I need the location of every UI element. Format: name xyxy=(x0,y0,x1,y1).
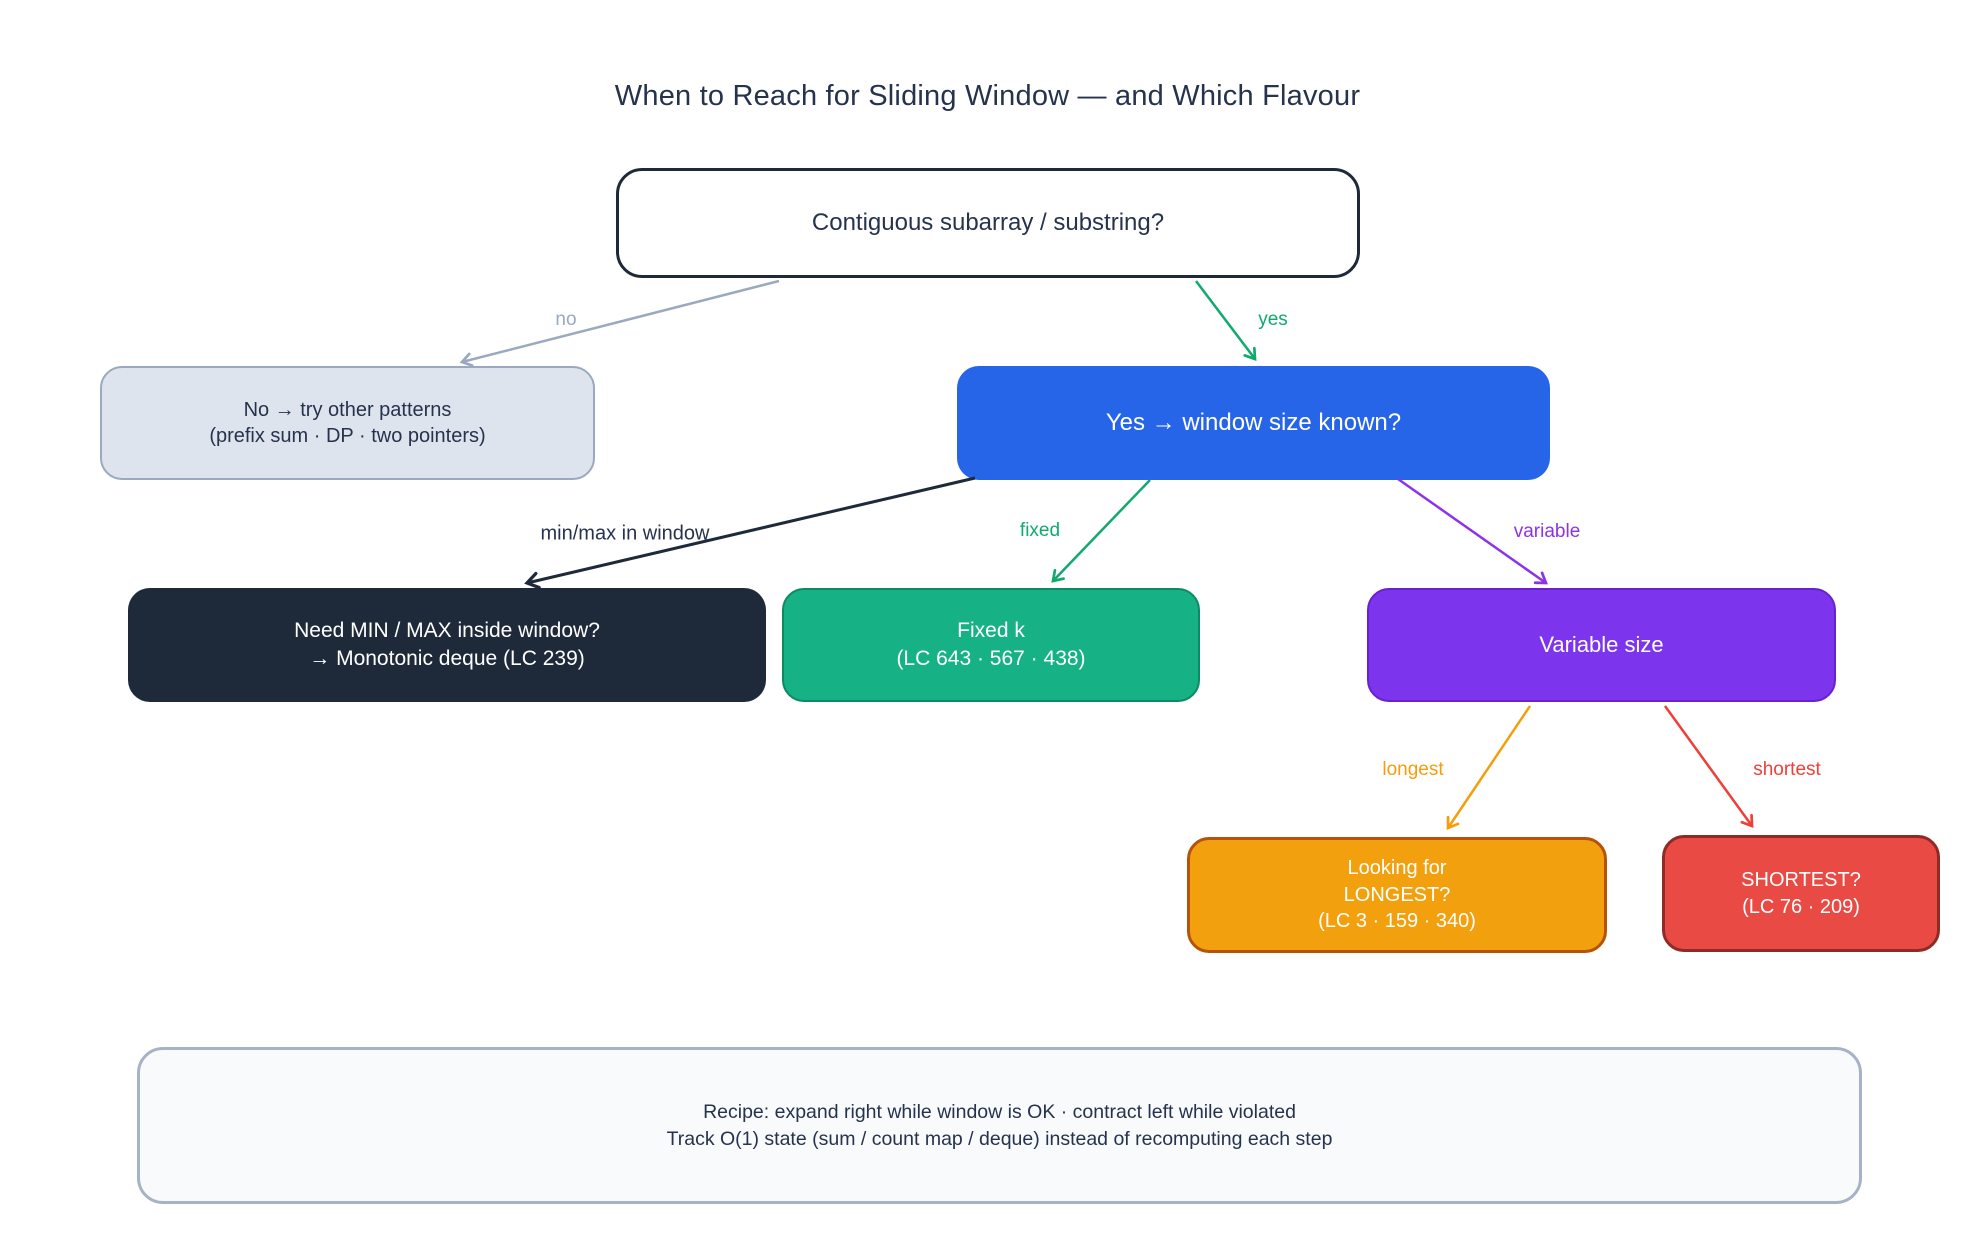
node-line: Fixed k xyxy=(957,619,1025,643)
edge-label-minmax-in-window: min/max in window xyxy=(540,522,710,545)
node-contiguous-question: Contiguous subarray / substring? xyxy=(616,168,1360,278)
edge-fixed-arrow xyxy=(1051,479,1151,583)
node-recipe-footer: Recipe: expand right while window is OK … xyxy=(137,1047,1862,1204)
node-line: SHORTEST? xyxy=(1741,869,1861,892)
edge-label-longest: longest xyxy=(1382,759,1444,780)
node-line: Recipe: expand right while window is OK … xyxy=(703,1101,1296,1124)
node-variable-size: Variable size xyxy=(1367,588,1836,702)
node-shortest: SHORTEST? (LC 76 · 209) xyxy=(1662,835,1940,952)
edge-longest-arrow xyxy=(1446,705,1532,831)
node-line: (prefix sum · DP · two pointers) xyxy=(209,425,486,447)
node-fixed-k: Fixed k (LC 643 · 567 · 438) xyxy=(782,588,1200,702)
node-line: → Monotonic deque (LC 239) xyxy=(309,647,585,670)
edge-shortest-arrow xyxy=(1663,705,1754,828)
edge-no-arrow xyxy=(459,279,780,367)
edge-label-yes: yes xyxy=(1258,309,1288,330)
node-line: Yes → window size known? xyxy=(1105,409,1402,437)
edge-yes-arrow xyxy=(1195,280,1257,361)
node-line: LONGEST? xyxy=(1343,883,1451,906)
node-line: Contiguous subarray / substring? xyxy=(811,209,1165,237)
node-monotonic-deque: Need MIN / MAX inside window? → Monotoni… xyxy=(128,588,766,702)
edge-label-shortest: shortest xyxy=(1753,759,1821,780)
edge-label-no: no xyxy=(555,309,577,330)
node-line: Need MIN / MAX inside window? xyxy=(294,619,600,643)
edge-label-variable: variable xyxy=(1513,521,1581,542)
node-longest: Looking for LONGEST? (LC 3 · 159 · 340) xyxy=(1187,837,1607,953)
node-line: (LC 76 · 209) xyxy=(1742,895,1860,918)
node-line: (LC 3 · 159 · 340) xyxy=(1318,910,1476,933)
node-line: No → try other patterns xyxy=(243,398,452,421)
node-yes-window-size-known: Yes → window size known? xyxy=(957,366,1550,480)
node-no-other-patterns: No → try other patterns (prefix sum · DP… xyxy=(100,366,595,480)
node-line: (LC 643 · 567 · 438) xyxy=(896,647,1086,670)
node-line: Track O(1) state (sum / count map / dequ… xyxy=(666,1127,1333,1150)
edge-label-fixed: fixed xyxy=(1019,520,1061,541)
node-line: Looking for xyxy=(1347,857,1447,880)
node-line: Variable size xyxy=(1539,632,1664,658)
page-title: When to Reach for Sliding Window — and W… xyxy=(614,80,1361,112)
